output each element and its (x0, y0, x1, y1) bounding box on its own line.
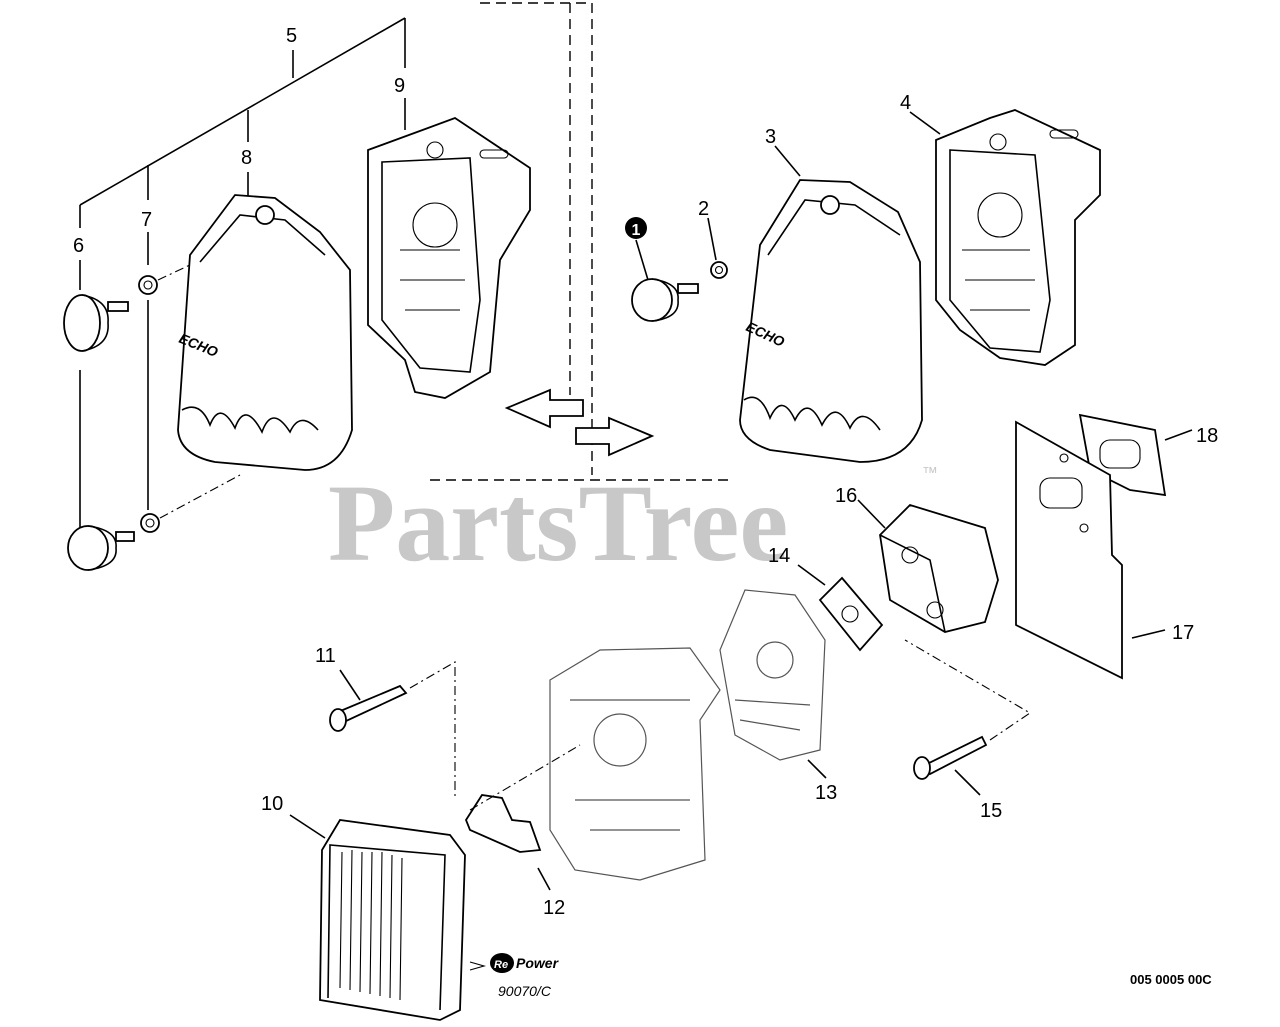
plate-17 (1015, 420, 1166, 680)
divider-dashed-box (430, 2, 730, 481)
carburetor-13 (719, 589, 827, 779)
diagram-code: 005 0005 00C (1130, 972, 1212, 987)
callout-5: 5 (286, 25, 297, 47)
bolt-11 (329, 661, 456, 800)
callout-18: 18 (1196, 425, 1218, 447)
callout-7: 7 (141, 209, 152, 231)
callout-tree-lines (79, 17, 406, 530)
leader-dashdot (159, 474, 241, 519)
knob-6-top (63, 294, 129, 352)
bolt-15 (904, 639, 1032, 796)
callout-6: 6 (73, 235, 84, 257)
base-9 (367, 116, 531, 399)
insulator-16 (857, 499, 999, 633)
right-arrow-icon (575, 416, 655, 457)
washer-2 (707, 217, 728, 279)
repower-badge: Re Power 90070/C (469, 953, 560, 999)
base-4 (909, 109, 1101, 366)
callout-12: 12 (543, 897, 565, 919)
callout-13: 13 (815, 782, 837, 804)
air-filter-10 (289, 814, 466, 1021)
repower-prefix: Re (494, 959, 508, 971)
repower-brand: Power (516, 955, 560, 971)
callout-9: 9 (394, 75, 405, 97)
callout-1: 1 (632, 222, 641, 239)
repower-kit-code: 90070/C (498, 983, 552, 999)
callout-8: 8 (241, 147, 252, 169)
engine-block-ghost (549, 647, 721, 881)
callout-10: 10 (261, 793, 283, 815)
watermark-trademark: ™ (922, 465, 938, 482)
cover-8: ECHO (177, 194, 353, 471)
callout-14: 14 (768, 545, 790, 567)
callout-15: 15 (980, 800, 1002, 822)
bracket-12 (464, 744, 581, 891)
knob-1 (625, 217, 699, 322)
callout-2: 2 (698, 198, 709, 220)
watermark-text: PartsTree (328, 462, 788, 584)
cover-3: ECHO (739, 145, 923, 463)
callout-17: 17 (1172, 622, 1194, 644)
washer-7-top (138, 275, 158, 295)
callout-16: 16 (835, 485, 857, 507)
knob-6-bottom (67, 525, 135, 571)
washer-7-bottom (140, 513, 160, 533)
callout-3: 3 (765, 126, 776, 148)
callout-11: 11 (315, 645, 336, 667)
callout-4: 4 (900, 92, 911, 114)
left-arrow-icon (504, 388, 584, 429)
gasket-14 (797, 564, 884, 652)
